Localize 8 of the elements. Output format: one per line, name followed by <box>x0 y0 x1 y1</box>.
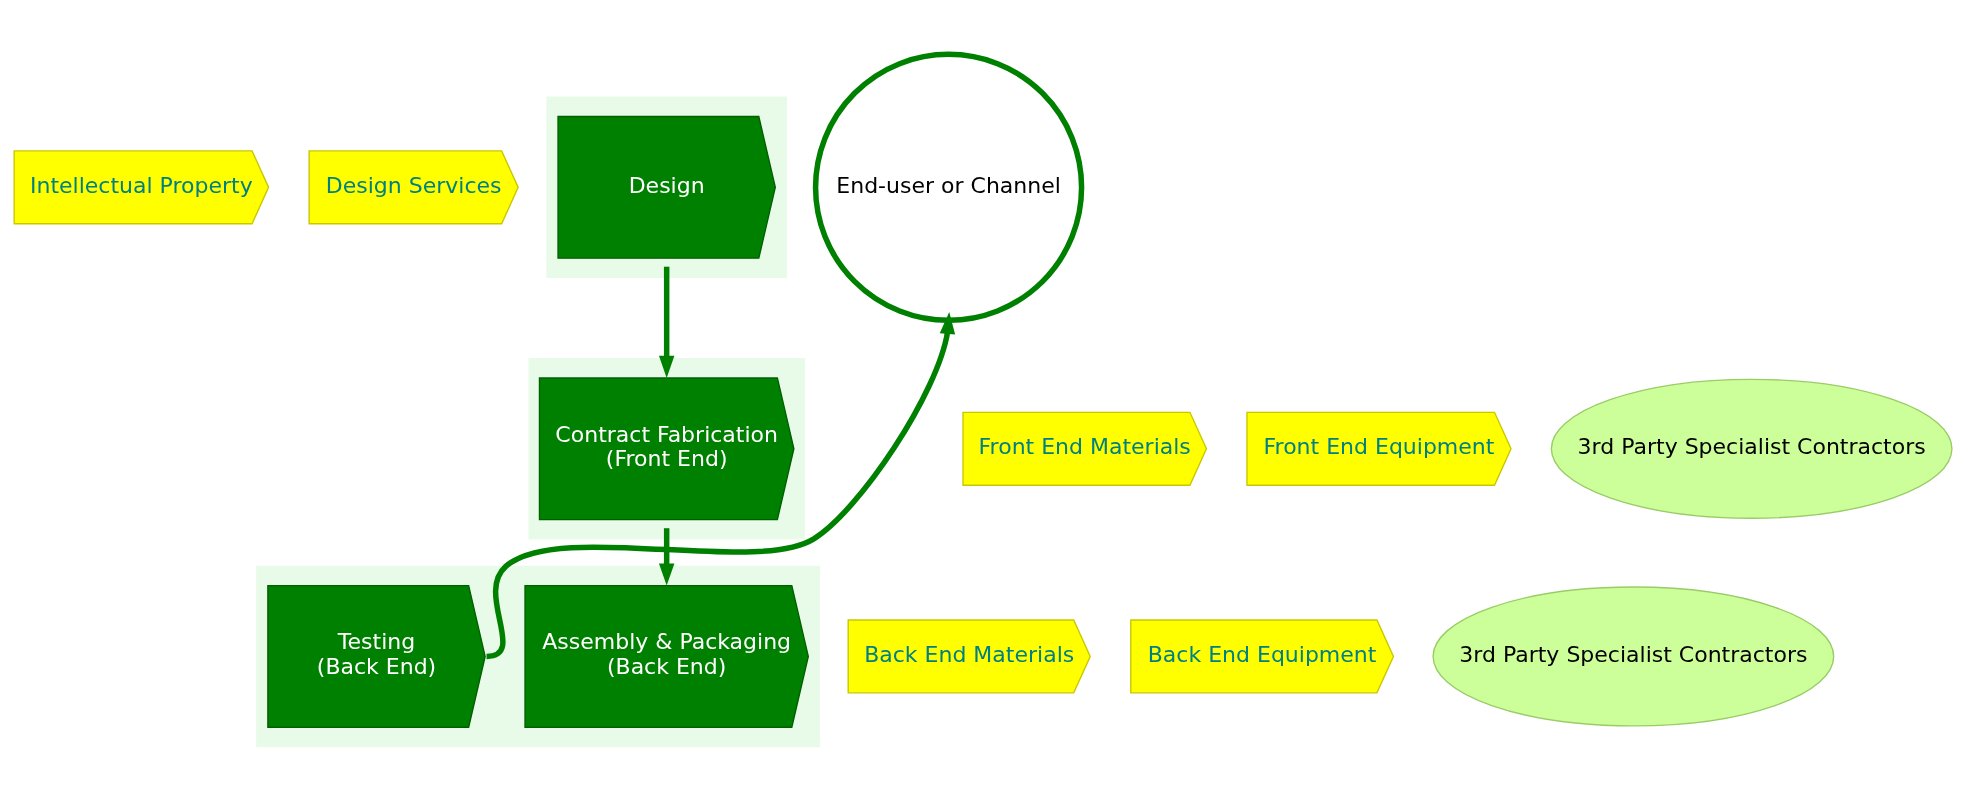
arrow <box>486 311 956 660</box>
node-ellipse: 3rd Party Specialist Contractors <box>1550 378 1953 519</box>
cluster <box>528 358 805 540</box>
arrow <box>658 528 675 586</box>
arrow <box>658 266 675 378</box>
node-ellipse: 3rd Party Specialist Contractors <box>1432 586 1835 727</box>
node-circle: End-user or Channel <box>812 51 1085 324</box>
cluster <box>546 96 787 279</box>
